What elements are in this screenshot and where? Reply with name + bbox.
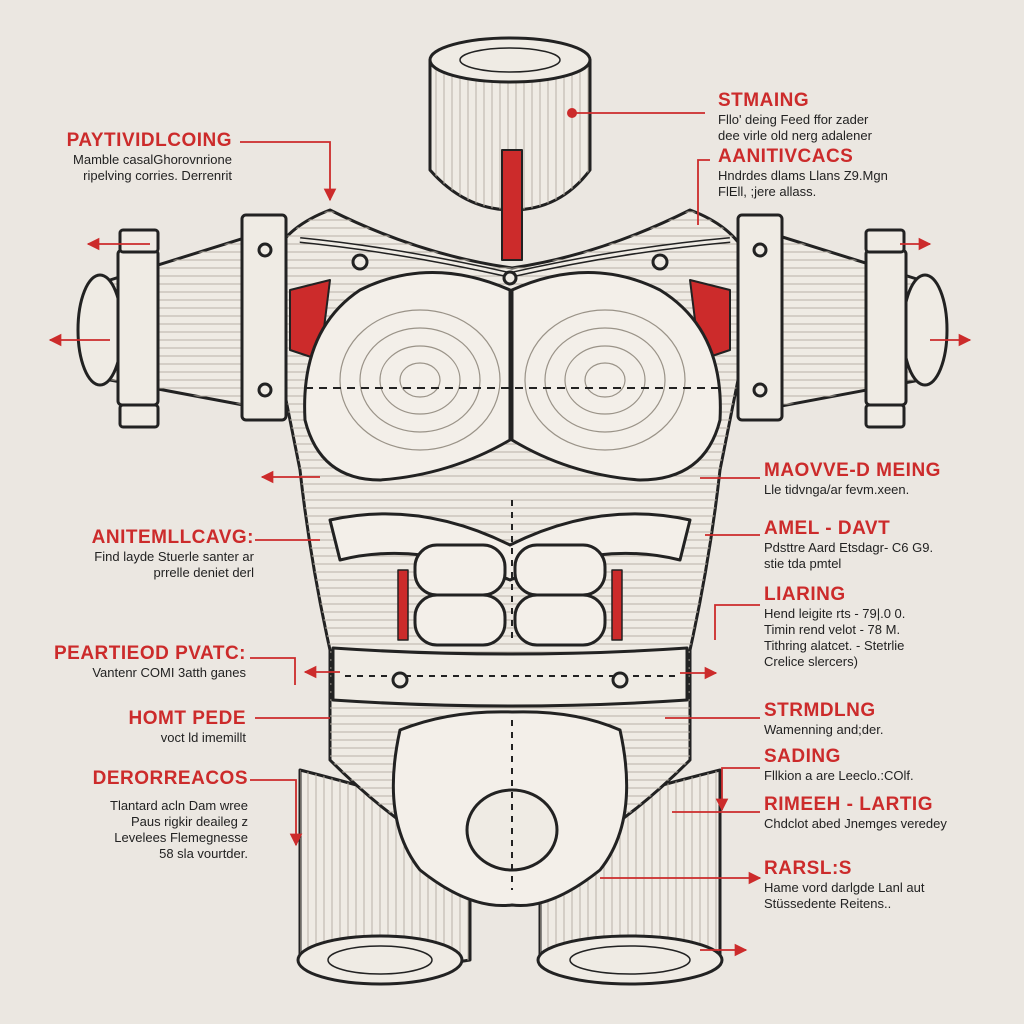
label-sading: SADING Fllkion a are Leeclo.:COlf.: [764, 746, 914, 784]
label-title: DERORREACOS: [92, 768, 248, 789]
label-title: MAOVVE-D MEING: [764, 460, 941, 481]
label-title: AANITIVCACS: [718, 146, 854, 167]
left-pectoral: [303, 271, 512, 482]
right-arm-clamp-inner: [736, 213, 784, 422]
label-title: RIMEEH - LARTIG: [764, 794, 933, 815]
right-pectoral: [510, 271, 722, 482]
leader-lines: [48, 108, 972, 957]
left-arm-clamp-inner: [240, 213, 288, 422]
neck-top: [428, 36, 592, 84]
label-title: STMAING: [718, 90, 810, 111]
label-title: HOMT PEDE: [128, 708, 246, 729]
label-title: STRMDLNG: [764, 700, 876, 721]
label-line: prrelle deniet derl: [153, 565, 254, 580]
label-line: Fllkion a are Leeclo.:COlf.: [764, 768, 914, 783]
label-strmdlng: STRMDLNG Wamenning and;der.: [764, 700, 883, 738]
label-line: Crelice slercers): [764, 654, 858, 669]
label-line: Stüssedente Reitens..: [764, 896, 892, 911]
label-line: Hend leigite rts - 79|.0 0.: [764, 606, 906, 621]
label-line: stie tda pmtel: [764, 556, 842, 571]
label-line: Lle tidvnga/ar fevm.xeen.: [764, 482, 910, 497]
label-line: Levelees Flemegnesse: [114, 830, 248, 845]
label-title: ANITEMLLCAVG:: [91, 527, 254, 548]
label-line: Timin rend velot - 78 M.: [764, 622, 901, 637]
label-amel-davt: AMEL - DAVT Pdsttre Aard Etsdagr- C6 G9.…: [764, 518, 933, 572]
label-line: Pdsttre Aard Etsdagr- C6 G9.: [764, 540, 934, 555]
label-line: Find layde Stuerle santer ar: [94, 549, 254, 564]
label-line: FlEll, ;jere allass.: [718, 184, 817, 199]
left-leg-roll: [296, 934, 464, 986]
label-line: Vantenr COMI 3atth ganes: [92, 665, 246, 680]
label-peartieod-pvatc: PEARTIEOD PVATC: Vantenr COMI 3atth gane…: [54, 643, 246, 681]
label-title: PAYTIVIDLCOING: [66, 130, 232, 151]
label-line: Hame vord darlgde Lanl aut: [764, 880, 925, 895]
waist-belt: [331, 646, 689, 708]
label-line: 58 sla vourtder.: [159, 846, 248, 861]
label-liaring: LIARING Hend leigite rts - 79|.0 0. Timi…: [764, 584, 905, 670]
label-line: ripelving corries. Derrenrit: [83, 168, 232, 183]
label-title: PEARTIEOD PVATC:: [53, 643, 246, 664]
abdominal-blocks: [413, 543, 607, 647]
right-arm-clamp-outer: [864, 248, 908, 407]
label-line: dee virle old nerg adalener: [718, 128, 872, 143]
left-arm-clamp-outer: [116, 248, 160, 407]
label-line: Paus rigkir deaileg z: [130, 814, 248, 829]
label-line: Hndrdes dlams Llans Z9.Mgn: [718, 168, 888, 183]
label-aanitivcacs: AANITIVCACS Hndrdes dlams Llans Z9.Mgn F…: [718, 146, 888, 200]
label-line: Tlantard acln Dam wree: [110, 798, 248, 813]
label-line: voct ld imemillt: [160, 730, 246, 745]
label-stmaing: STMAING Fllo' deing Feed ffor zader dee …: [718, 90, 872, 144]
label-title: LIARING: [764, 584, 846, 605]
label-title: AMEL - DAVT: [764, 518, 891, 539]
label-line: Chdclot abed Jnemges veredey: [764, 816, 947, 831]
label-anitemllcavg: ANITEMLLCAVG: Find layde Stuerle santer …: [92, 527, 254, 581]
label-line: Wamenning and;der.: [764, 722, 884, 737]
label-maovve-d-meing: MAOVVE-D MEING Lle tidvnga/ar fevm.xeen.: [764, 460, 941, 498]
label-line: Fllo' deing Feed ffor zader: [718, 112, 869, 127]
label-line: Tithring alatcet. - Stetrlie: [764, 638, 905, 653]
label-derorreacos: DERORREACOS Tlantard acln Dam wree Paus …: [93, 768, 248, 862]
label-rarsls: RARSL:S Hame vord darlgde Lanl aut Stüss…: [764, 858, 924, 912]
label-line: Mamble casalGhorovnrione: [73, 152, 232, 167]
label-rimeeh-lartig: RIMEEH - LARTIG Chdclot abed Jnemges ver…: [764, 794, 947, 832]
right-leg-roll: [536, 934, 724, 986]
label-title: SADING: [764, 746, 841, 767]
label-paytividlcoing: PAYTIVIDLCOING Mamble casalGhorovnrione …: [67, 130, 232, 184]
label-title: RARSL:S: [764, 858, 852, 879]
label-homt-pede: HOMT PEDE voct ld imemillt: [129, 708, 246, 746]
